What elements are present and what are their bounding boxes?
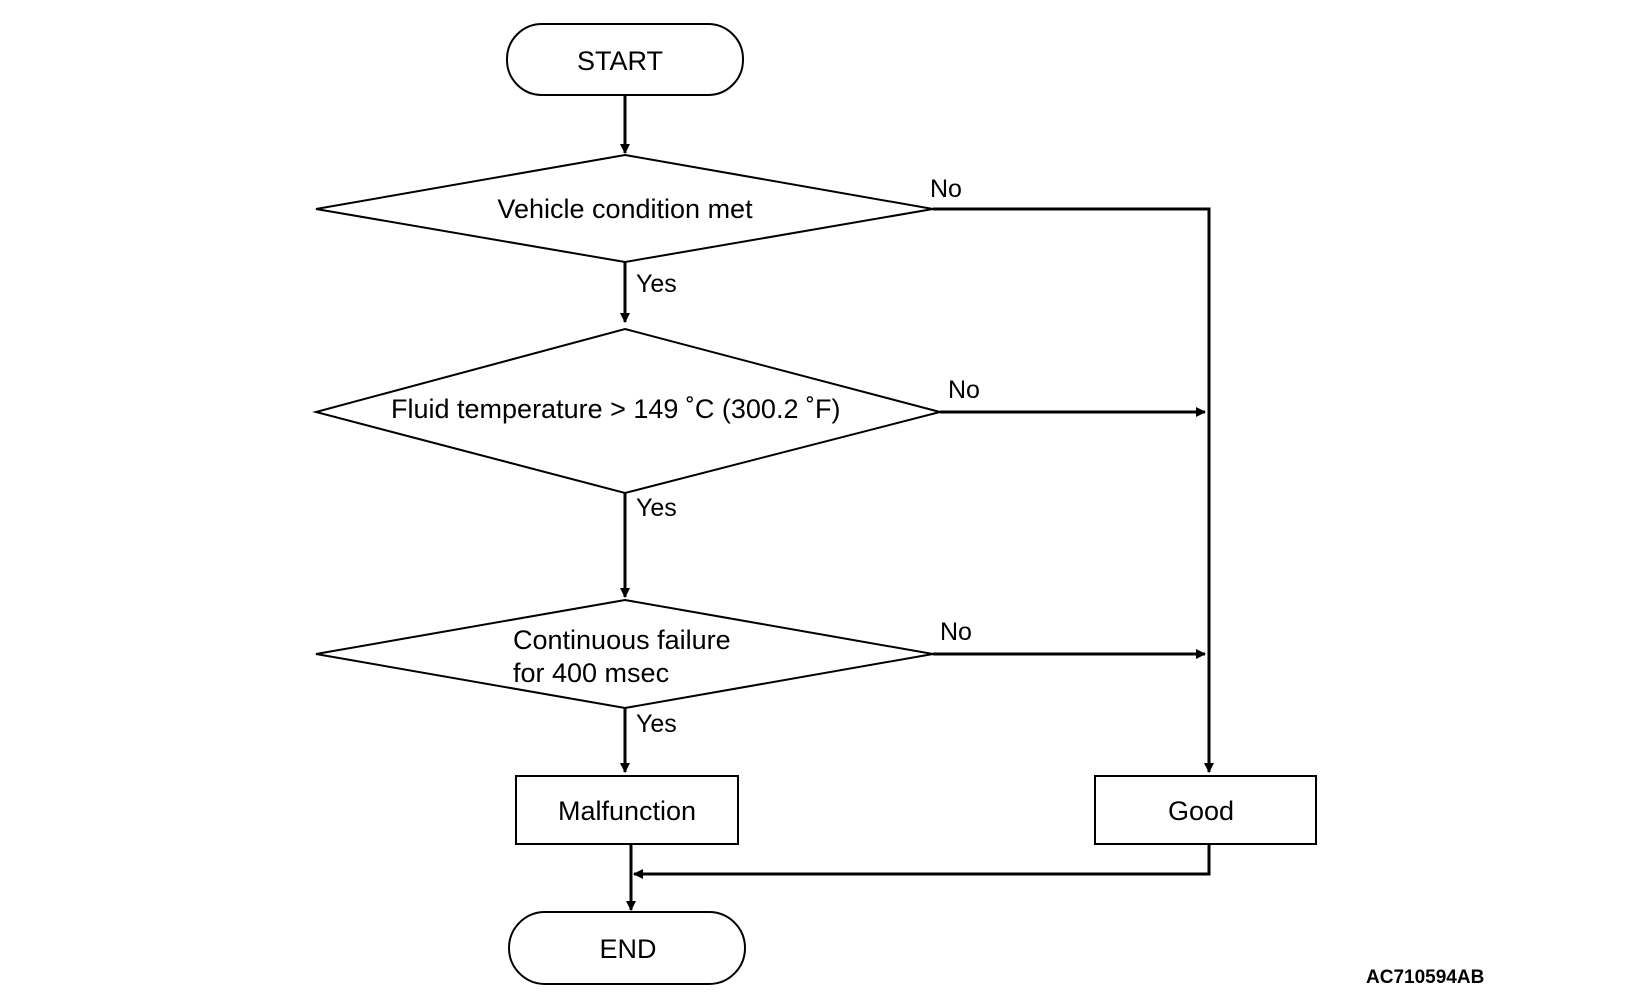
start-label: START: [577, 46, 663, 76]
decision-3-no-label: No: [940, 618, 972, 646]
decision-2-yes-label: Yes: [636, 494, 677, 522]
decision-2-no-label: No: [948, 376, 980, 404]
decision-1-yes-label: Yes: [636, 270, 677, 298]
decision-3-yes-label: Yes: [636, 710, 677, 738]
decision-continuous-failure: Continuous failure for 400 msec: [315, 598, 934, 710]
end-terminator: END: [508, 911, 746, 985]
decision-3-text-line-2: for 400 msec: [513, 658, 669, 688]
malfunction-box: Malfunction: [515, 775, 739, 845]
decision-1-no-label: No: [930, 175, 962, 203]
good-box: Good: [1094, 775, 1317, 845]
connector-decision-1-no-to-good: [933, 207, 1214, 773]
start-terminator: START: [506, 23, 744, 96]
malfunction-label: Malfunction: [558, 796, 696, 826]
decision-vehicle-condition: Vehicle condition met: [315, 153, 934, 264]
end-label: END: [599, 934, 656, 964]
figure-id: AC710594AB: [1366, 967, 1484, 988]
connector-good-to-end: [633, 844, 1211, 879]
decision-3-text-line-1: Continuous failure: [513, 625, 731, 655]
decision-2-text: Fluid temperature > 149 ˚C (300.2 ˚F): [391, 394, 840, 424]
good-label: Good: [1168, 796, 1234, 826]
decision-fluid-temperature: Fluid temperature > 149 ˚C (300.2 ˚F): [312, 327, 944, 495]
decision-1-text: Vehicle condition met: [497, 194, 753, 224]
